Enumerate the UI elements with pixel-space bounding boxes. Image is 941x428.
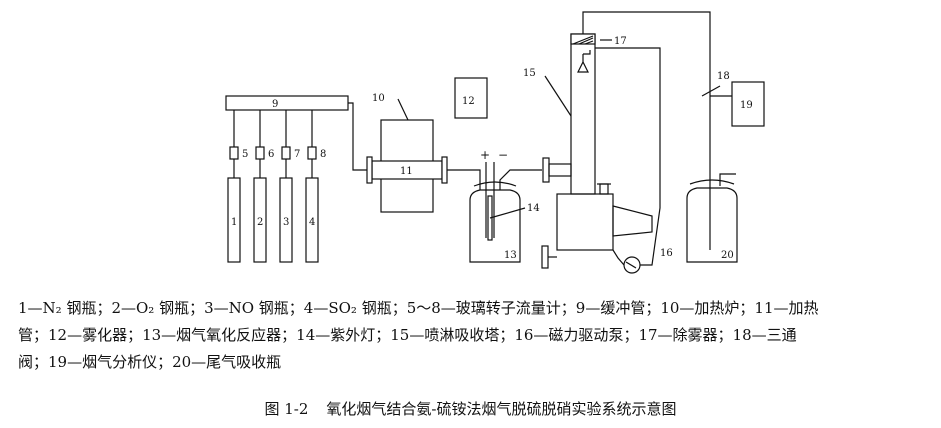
- spray-nozzle: [577, 60, 589, 73]
- flowmeter-5: [229, 146, 239, 160]
- label-13: 13: [504, 250, 517, 261]
- label-6: 6: [268, 149, 274, 160]
- tower-tank: [556, 193, 614, 251]
- label-10: 10: [372, 93, 385, 104]
- label-4: 4: [309, 217, 315, 228]
- flowmeter-7: [281, 146, 291, 160]
- legend-line-3: 阀；19—烟气分析仪；20—尾气吸收瓶: [18, 353, 282, 371]
- figure-title: 图 1-2 氧化烟气结合氨-硫铵法烟气脱硫脱硝实验系统示意图: [0, 398, 941, 419]
- pipe-reactor-to-tower: [499, 169, 542, 190]
- label-1: 1: [231, 217, 237, 228]
- oxidation-reactor: [469, 189, 521, 263]
- label-11: 11: [400, 166, 413, 177]
- pipe-tube-to-reactor: [447, 169, 481, 190]
- gas-cylinders: 1 2 3 4: [227, 177, 319, 263]
- atomizer: [454, 77, 488, 119]
- label-9: 9: [272, 99, 278, 110]
- label-19: 19: [740, 100, 753, 111]
- legend-line-2: 管；12—雾化器；13—烟气氧化反应器；14—紫外灯；15—喷淋吸收塔；16—磁…: [18, 326, 797, 344]
- label-17: 17: [614, 36, 627, 47]
- label-15: 15: [523, 68, 536, 79]
- label-20: 20: [721, 250, 734, 261]
- flowmeter-6: [255, 146, 265, 160]
- label-12: 12: [462, 96, 475, 107]
- apparatus-diagram: 1 2 3 4 5 6 7 8 9 10 11 12 + −: [225, 11, 765, 274]
- label-18: 18: [717, 71, 730, 82]
- flowmeter-8: [307, 146, 317, 160]
- pipe-tower-outlet: [582, 11, 711, 186]
- pipe-buffer-to-furnace: [348, 102, 368, 171]
- electrode-plus: +: [480, 148, 490, 162]
- tail-gas-absorber: [686, 187, 738, 263]
- buffer-tube: [225, 95, 349, 111]
- figure-number: 图 1-2: [264, 400, 309, 418]
- flowmeters: 5 6 7 8: [229, 110, 326, 178]
- figure-title-text: 氧化烟气结合氨-硫铵法烟气脱硫脱硝实验系统示意图: [326, 400, 677, 418]
- legend-line-1: 1—N₂ 钢瓶；2—O₂ 钢瓶；3—NO 钢瓶；4—SO₂ 钢瓶；5～8—玻璃转…: [18, 299, 819, 317]
- electrode-minus: −: [498, 148, 508, 162]
- label-14: 14: [527, 203, 540, 214]
- label-3: 3: [283, 217, 289, 228]
- label-7: 7: [294, 149, 300, 160]
- label-2: 2: [257, 217, 263, 228]
- label-5: 5: [242, 149, 248, 160]
- flue-gas-analyzer: [731, 81, 765, 127]
- label-16: 16: [660, 248, 673, 259]
- label-8: 8: [320, 149, 326, 160]
